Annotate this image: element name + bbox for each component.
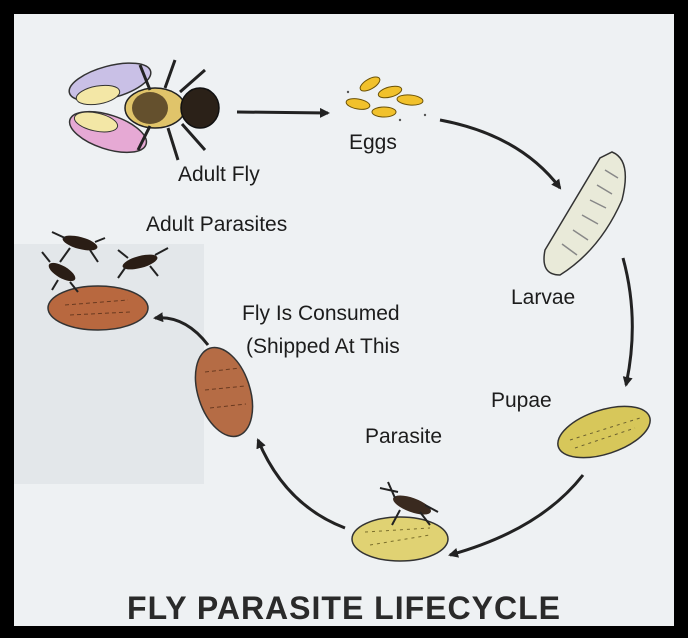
diagram-title: FLY PARASITE LIFECYCLE — [0, 590, 688, 627]
label-eggs: Eggs — [349, 132, 397, 153]
eggs-icon — [345, 74, 426, 121]
arrow-larvae-to-pupae — [623, 258, 632, 385]
larvae-icon — [544, 152, 625, 275]
label-adult-parasites: Adult Parasites — [146, 214, 287, 235]
adult-parasites-icon — [42, 232, 168, 330]
parasite-icon — [352, 482, 448, 561]
label-larvae: Larvae — [511, 287, 575, 308]
label-fly-consumed-line1: Fly Is Consumed — [242, 303, 400, 324]
arrow-parasite-to-consumed — [258, 440, 345, 528]
label-pupae: Pupae — [491, 390, 552, 411]
adult-fly-icon — [65, 56, 219, 161]
arrow-consumed-to-adult-parasites — [155, 318, 208, 345]
pupae-icon — [552, 396, 657, 468]
arrow-fly-to-eggs — [237, 112, 328, 113]
label-fly-consumed-line2: (Shipped At This — [246, 336, 400, 357]
arrow-pupae-to-parasite — [450, 475, 583, 555]
arrow-eggs-to-larvae — [440, 120, 560, 188]
label-adult-fly: Adult Fly — [178, 164, 260, 185]
label-parasite: Parasite — [365, 426, 442, 447]
